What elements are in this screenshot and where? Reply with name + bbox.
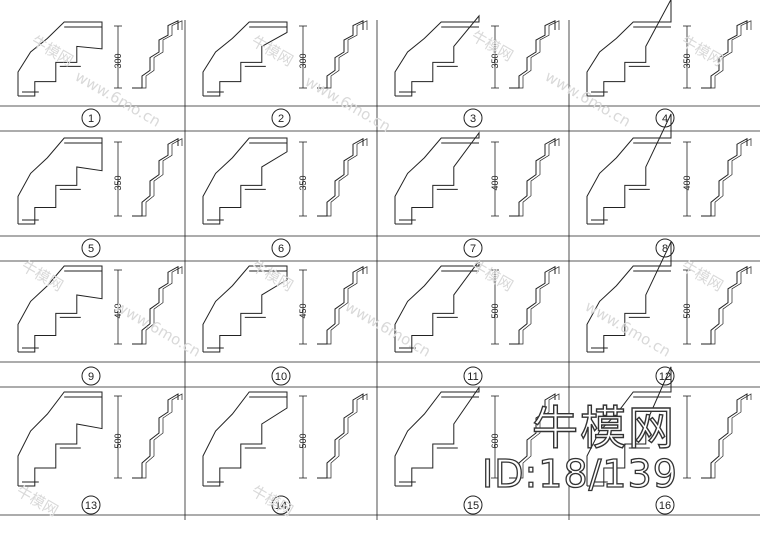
cornice-front-view [394,259,480,353]
dimension-label: 500 [113,433,123,448]
section-profile-inner [513,138,560,217]
profile-number-label: 3 [470,113,476,125]
profile-number-label: 4 [662,113,668,125]
cornice-front-view [394,14,480,97]
profile-number-label: 6 [278,243,284,255]
dimension-label: 450 [113,303,123,318]
cornice-front-view [202,265,288,353]
section-profile-inner [321,393,368,479]
profile-number-label: 8 [662,243,668,255]
cornice-front-view [586,0,672,97]
dimension-label: 500 [490,303,500,318]
section-profile [509,20,556,89]
profile-number-circle [463,238,483,258]
cornice-front-view [17,391,103,487]
cornice-front-view [17,137,103,225]
cornice-front-view [202,391,288,487]
id-watermark: ID:18/139 [481,451,678,496]
dimension-label: 350 [682,53,692,68]
dimension-label: 300 [298,53,308,68]
section-profile-inner [321,138,368,217]
section-profile [701,265,748,345]
profile-number-label: 9 [88,371,94,383]
dimension-label: 300 [113,53,123,68]
cornice-front-view [202,137,288,225]
section-profile-inner [136,266,183,345]
section-profile-inner [136,20,183,89]
section-profile-inner [136,393,183,479]
profile-number-circle [81,366,101,386]
cornice-front-view [394,131,480,225]
section-profile [317,137,364,217]
profile-number-label: 1 [88,113,94,125]
profile-number-label: 16 [659,500,671,512]
cornice-front-view [586,113,672,225]
dimension-label: 400 [490,175,500,190]
profile-number-label: 7 [470,243,476,255]
profile-number-circle [655,238,675,258]
section-profile [317,265,364,345]
cornice-front-view [394,385,480,487]
cornice-front-view [586,241,672,353]
brand-watermark: 牛模网 [531,400,676,455]
section-profile-inner [705,266,752,345]
profile-number-circle [655,366,675,386]
profile-number-circle [271,366,291,386]
section-profile-inner [513,20,560,89]
cornice-front-view [17,21,103,97]
profile-number-circle [271,238,291,258]
section-profile [132,265,179,345]
dimension-label: 500 [298,433,308,448]
dimension-label: 350 [113,175,123,190]
cornice-front-view [17,265,103,353]
section-profile [132,393,179,479]
section-profile [317,393,364,479]
dimension-label: 350 [490,53,500,68]
section-profile-inner [136,138,183,217]
profile-number-circle [81,495,101,515]
section-profile [509,265,556,345]
dimension-label: 350 [298,175,308,190]
profile-number-label: 13 [85,500,97,512]
cornice-front-view [586,366,672,487]
section-profile-inner [705,393,752,479]
section-profile-inner [705,138,752,217]
section-profile-inner [513,266,560,345]
dimension-label: 450 [298,303,308,318]
section-profile [701,137,748,217]
profile-number-circle [81,238,101,258]
profile-number-circle [271,495,291,515]
profile-number-circle [463,495,483,515]
profile-number-label: 15 [467,500,479,512]
profile-number-label: 5 [88,243,94,255]
section-profile-inner [321,266,368,345]
profile-number-label: 14 [275,500,287,512]
profile-number-circle [81,108,101,128]
profile-number-label: 11 [467,371,478,383]
profile-number-circle [271,108,291,128]
section-profile [132,20,179,89]
profile-number-circle [655,495,675,515]
dimension-label: 600 [490,433,500,448]
dimension-label: 500 [682,303,692,318]
profile-number-circle [463,366,483,386]
profile-number-circle [463,108,483,128]
profile-number-label: 10 [275,371,287,383]
section-profile [701,393,748,479]
profile-number-label: 2 [278,113,284,125]
section-profile-inner [513,393,560,479]
section-profile [317,20,364,89]
section-profile-inner [321,20,368,89]
section-profile [132,137,179,217]
cornice-front-view [202,21,288,97]
section-profile-inner [705,20,752,89]
section-profile [701,20,748,89]
section-profile [509,393,556,479]
dimension-label: 400 [682,175,692,190]
section-profile [509,137,556,217]
